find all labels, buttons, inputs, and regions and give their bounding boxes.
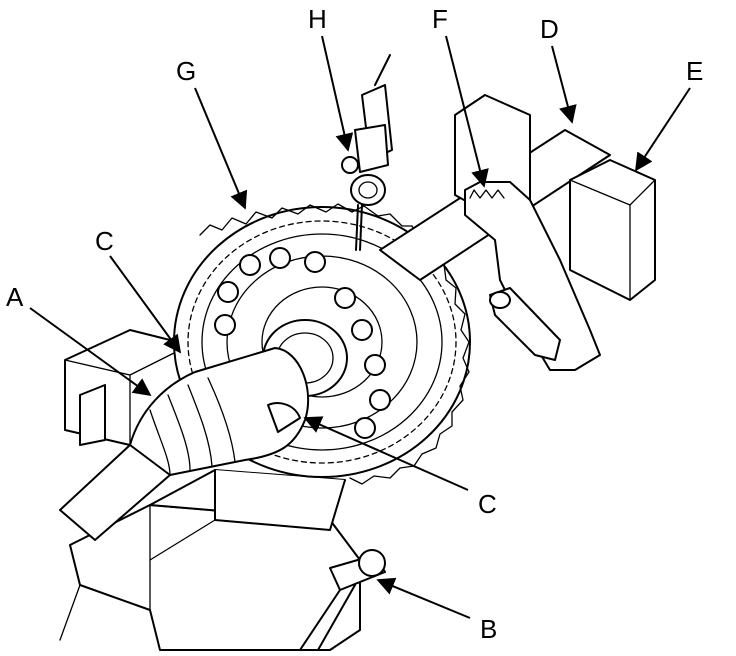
callout-c-lower: C [303,416,497,519]
callout-label-e: E [686,56,703,86]
dial-indicator [341,54,393,251]
callout-label-d: D [540,14,559,44]
callout-a: A [6,282,152,397]
callout-label-a: A [6,282,24,312]
callout-label-b: B [480,614,497,644]
callout-g: G [176,56,248,210]
callout-label-f: F [432,4,448,34]
callout-label-c-lower: C [478,489,497,519]
callout-d: D [540,14,577,124]
bench-vise [59,469,361,651]
callout-b: B [376,577,497,644]
callout-label-g: G [176,56,196,86]
cv-joint-boot [59,347,310,541]
pipe-wrench [464,181,601,371]
callout-h: H [308,4,354,152]
callout-e: E [635,56,703,172]
callout-f: F [432,4,489,188]
callout-label-h: H [308,4,327,34]
callout-label-c-upper: C [95,226,114,256]
vise-handle [299,549,386,651]
callout-c-upper: C [95,226,182,354]
